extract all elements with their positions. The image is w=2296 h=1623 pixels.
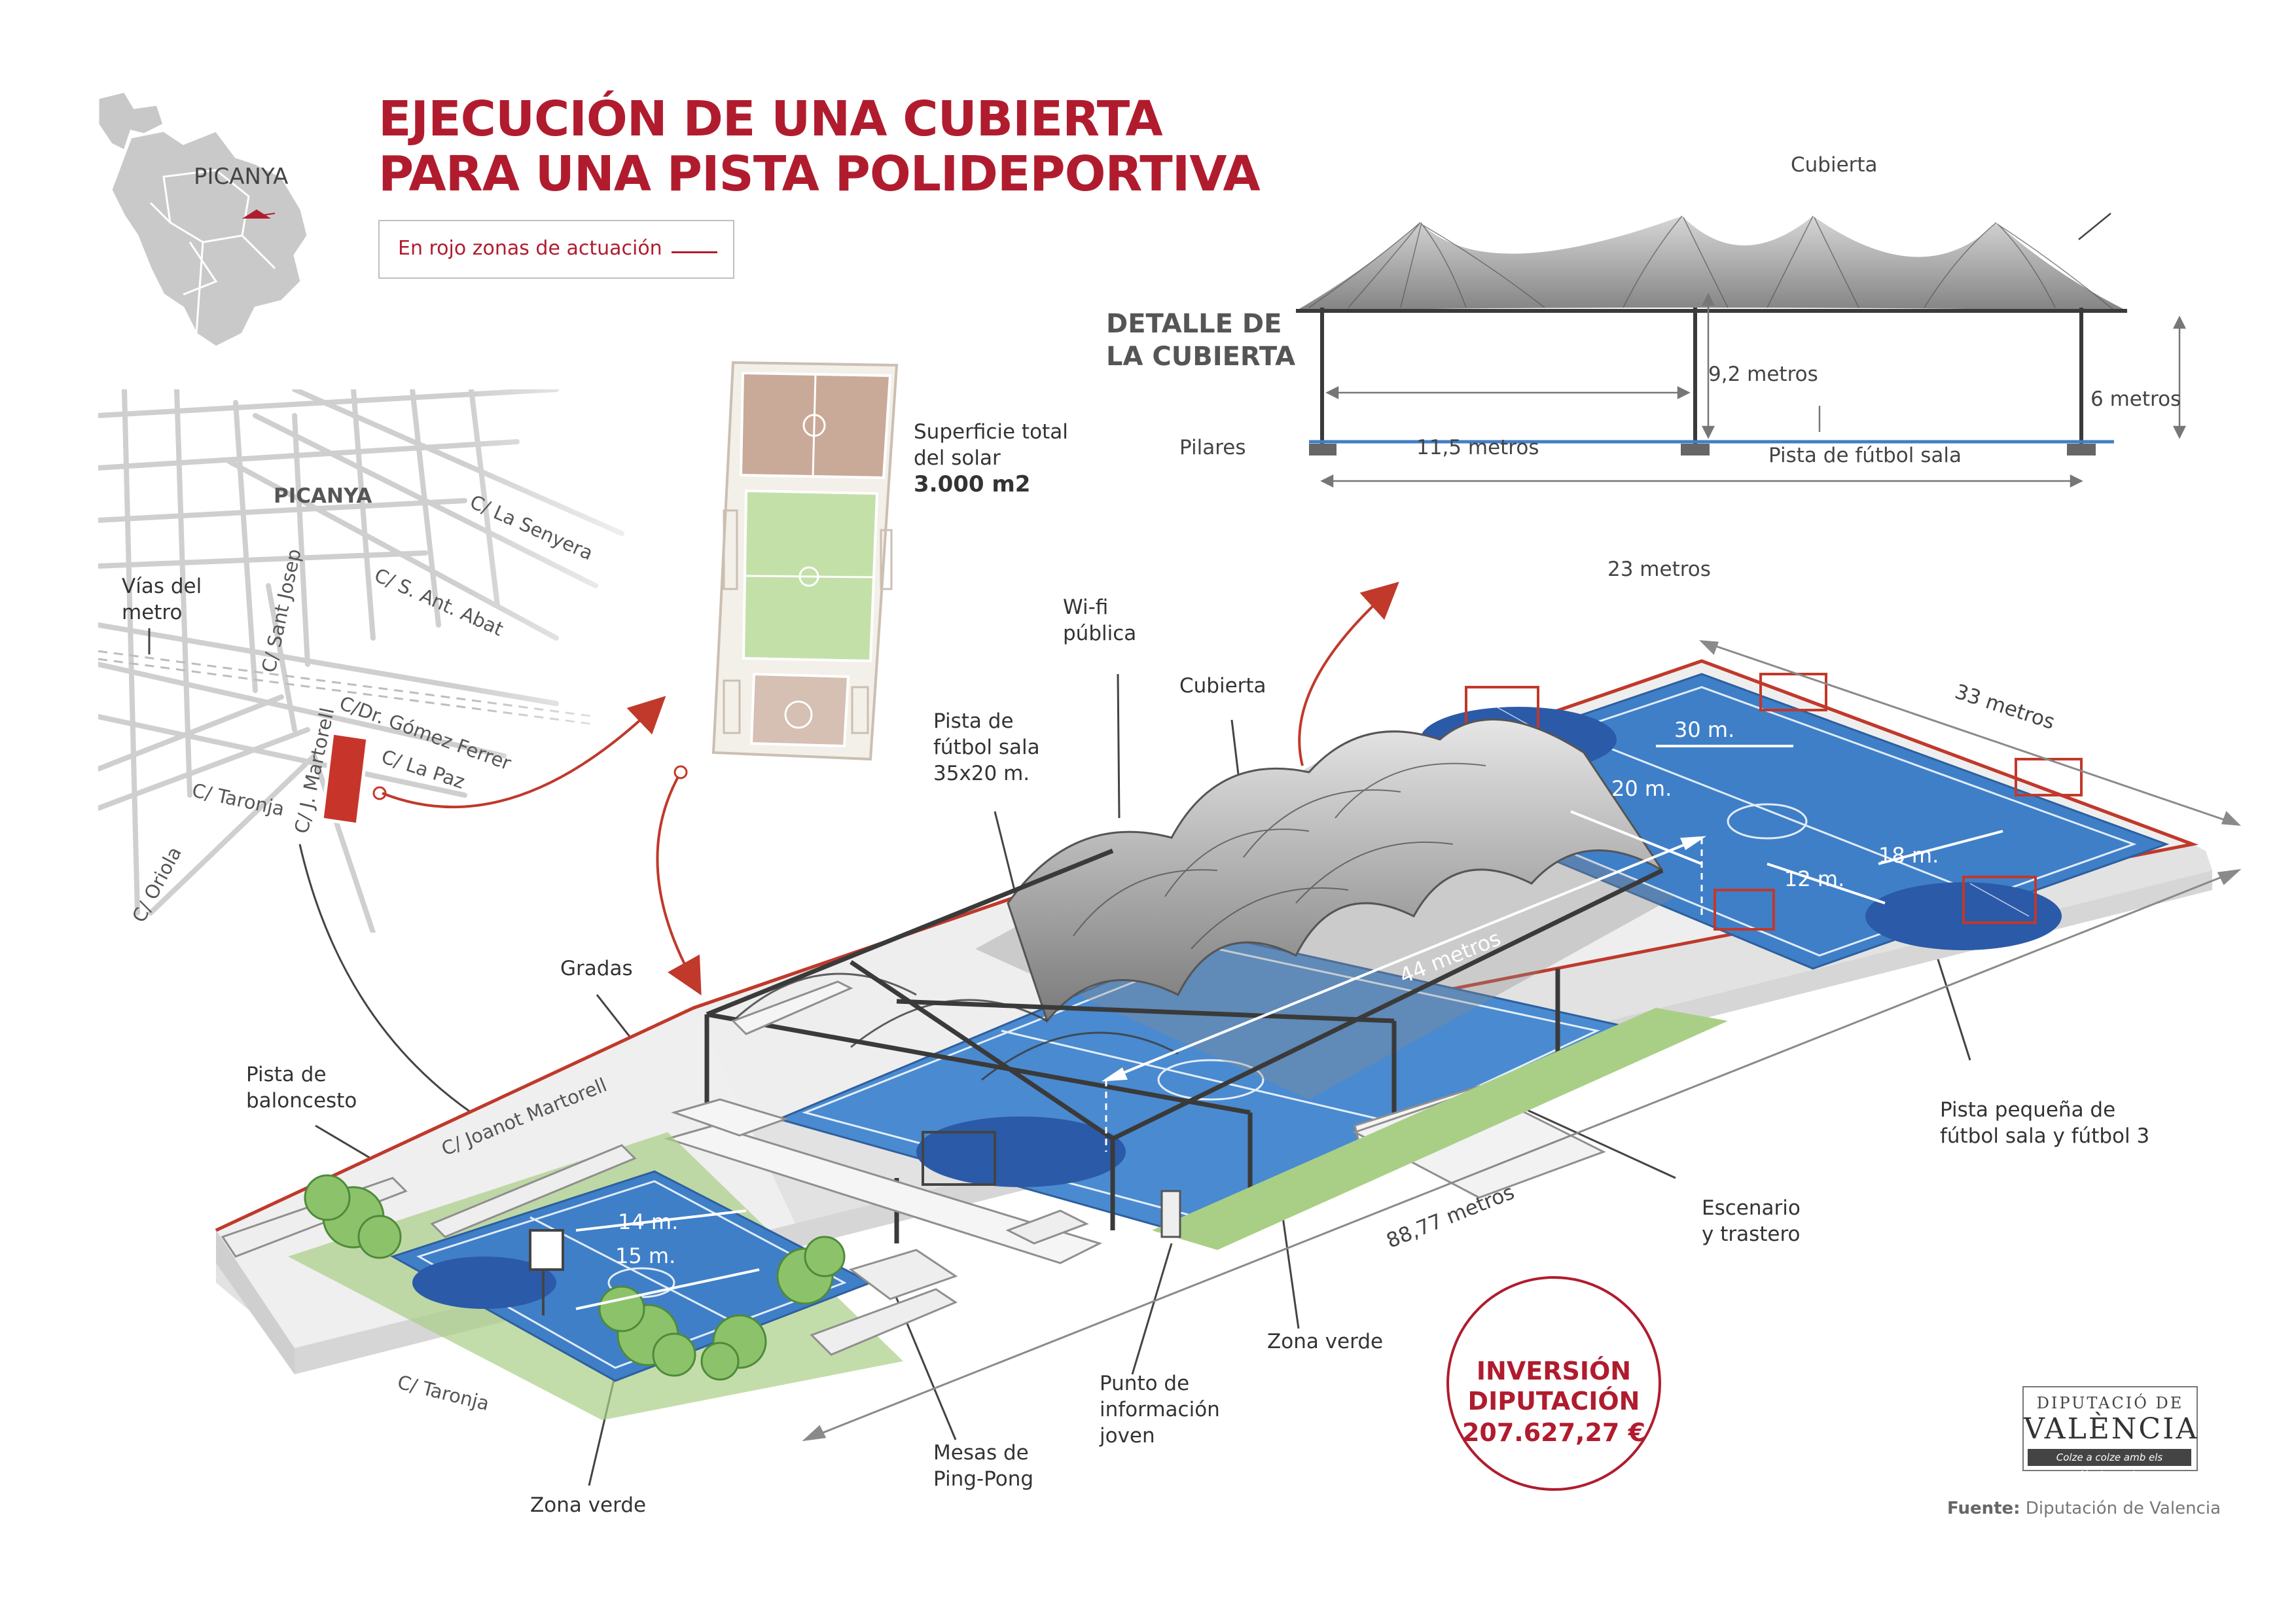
logo-tagline: Colze a colze amb els Ajuntaments — [2028, 1449, 2191, 1480]
roof-detail-height-center: 9,2 metros — [1708, 363, 1818, 386]
label-futsal-3: 35x20 m. — [933, 762, 1030, 785]
label-info-3: joven — [1100, 1424, 1155, 1448]
label-escenario-2: y trastero — [1702, 1222, 1801, 1246]
label-futsal-1: Pista de — [933, 709, 1014, 733]
plot-info-area: 3.000 m2 — [914, 471, 1031, 497]
roof-detail-header-2: LA CUBIERTA — [1106, 342, 1296, 372]
label-small-court-1: Pista pequeña de — [1940, 1098, 2116, 1122]
dim-30m: 30 m. — [1674, 717, 1735, 742]
investment-amount: 207.627,27 € — [1462, 1418, 1646, 1447]
label-info-2: información — [1100, 1398, 1220, 1421]
label-wifi-2: pública — [1063, 622, 1137, 645]
investment-line-2: DIPUTACIÓN — [1467, 1387, 1640, 1416]
label-small-court-2: fútbol sala y fútbol 3 — [1940, 1124, 2150, 1148]
label-wifi-1: Wi-fi — [1063, 596, 1109, 619]
label-futsal-2: fútbol sala — [933, 736, 1040, 759]
legend-text: En rojo zonas de actuación — [398, 237, 662, 260]
roof-detail-cubierta: Cubierta — [1791, 153, 1878, 177]
plot-info-line-2: del solar — [914, 446, 1001, 470]
roof-detail-height-side: 6 metros — [2090, 387, 2181, 411]
roof-detail-header: DETALLE DE LA CUBIERTA — [1106, 308, 1295, 373]
title-line-2: PARA UNA PISTA POLIDEPORTIVA — [378, 146, 1261, 202]
page-title: EJECUCIÓN DE UNA CUBIERTA PARA UNA PISTA… — [378, 91, 1261, 202]
locator-map — [97, 90, 309, 348]
logo-line-2: VALÈNCIA — [2024, 1412, 2199, 1446]
label-gradas: Gradas — [560, 957, 633, 980]
title-line-1: EJECUCIÓN DE UNA CUBIERTA — [378, 91, 1163, 147]
dim-12m: 12 m. — [1784, 866, 1845, 891]
roof-detail-pilares: Pilares — [1179, 436, 1246, 459]
legend-red-line — [672, 251, 717, 253]
label-basket-1: Pista de — [246, 1063, 327, 1086]
label-escenario-1: Escenario — [1702, 1196, 1801, 1220]
diputacio-logo: DIPUTACIÓ DE VALÈNCIA Colze a colze amb … — [2022, 1386, 2199, 1480]
label-cubierta: Cubierta — [1179, 674, 1266, 698]
dim-14m: 14 m. — [618, 1209, 679, 1234]
investment-line-1: INVERSIÓN — [1476, 1357, 1632, 1385]
investment-badge: INVERSIÓN DIPUTACIÓN 207.627,27 € — [1446, 1276, 1661, 1491]
plot-info-line-1: Superficie total — [914, 420, 1068, 444]
roof-detail-diagram — [1296, 213, 2187, 488]
roof-detail-total-width: 23 metros — [1607, 558, 1711, 581]
dim-15m: 15 m. — [615, 1243, 676, 1268]
roof-detail-half-width: 11,5 metros — [1416, 436, 1539, 459]
label-info-1: Punto de — [1100, 1372, 1190, 1395]
legend-box: En rojo zonas de actuación — [378, 220, 734, 279]
metro-label-1: Vías del — [122, 575, 202, 598]
street-map-plot — [320, 731, 387, 827]
label-green-right: Zona verde — [1267, 1330, 1384, 1353]
plot-plan — [711, 361, 899, 761]
label-pingpong-1: Mesas de — [933, 1441, 1029, 1465]
street-map — [98, 389, 707, 933]
roof-detail-court: Pista de fútbol sala — [1768, 444, 1962, 467]
source-text: Diputación de Valencia — [2025, 1499, 2221, 1518]
street-map-town: PICANYA — [274, 484, 372, 508]
metro-label-2: metro — [122, 601, 183, 624]
source-label: Fuente: — [1947, 1499, 2020, 1518]
locator-town-label: PICANYA — [194, 164, 289, 190]
source-note: Fuente: Diputación de Valencia — [1947, 1499, 2221, 1518]
dim-20m: 20 m. — [1611, 776, 1672, 801]
dim-18m: 18 m. — [1878, 843, 1939, 868]
label-pingpong-2: Ping-Pong — [933, 1467, 1034, 1491]
label-basket-2: baloncesto — [246, 1089, 357, 1113]
roof-detail-header-1: DETALLE DE — [1106, 309, 1282, 339]
label-green-left: Zona verde — [530, 1493, 647, 1517]
logo-line-1: DIPUTACIÓ DE — [2036, 1394, 2184, 1412]
